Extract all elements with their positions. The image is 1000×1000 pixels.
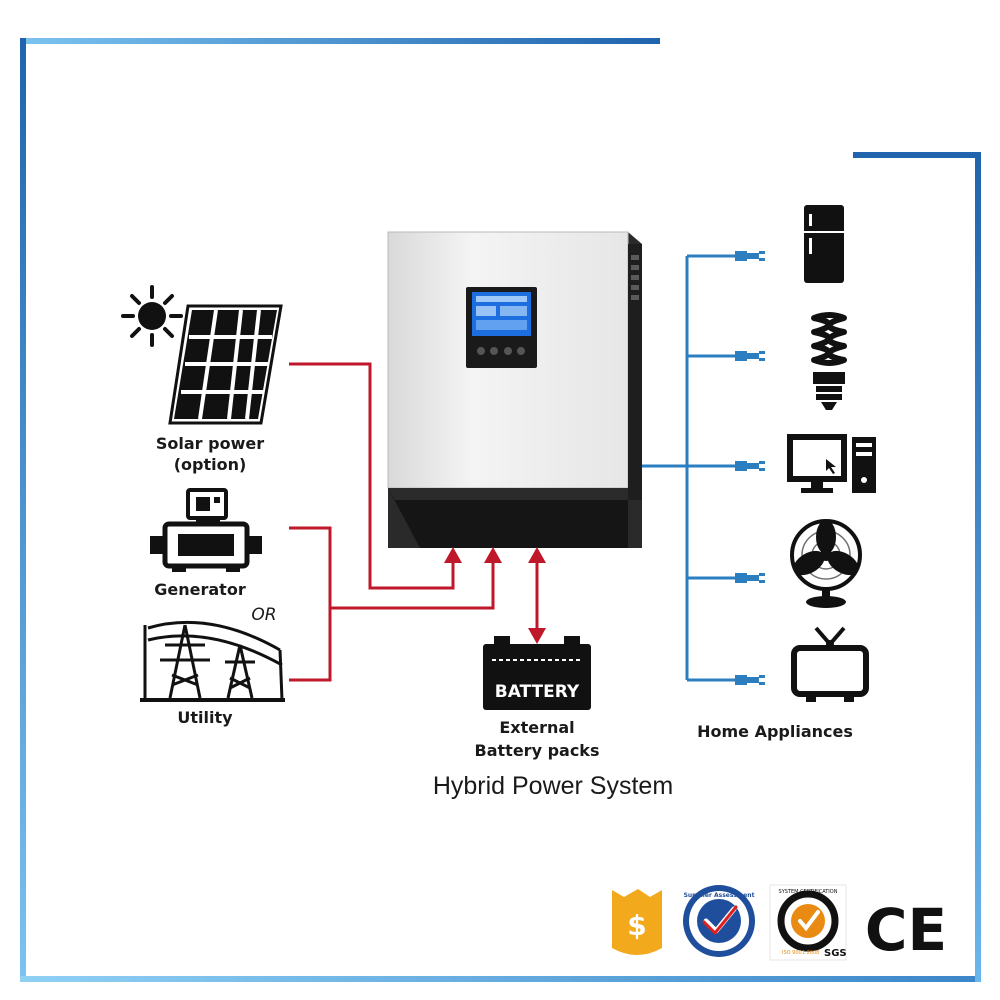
inverter-button[interactable] <box>517 347 525 355</box>
supplier-assessment-text: Supplier Assessment <box>684 892 755 899</box>
frame-left <box>20 38 26 980</box>
generator-icon <box>150 488 262 572</box>
vent-slots <box>631 255 639 300</box>
or-label: OR <box>251 605 277 625</box>
ce-mark-text: CE <box>865 896 947 964</box>
inverter-unit <box>387 231 642 548</box>
gold-dollar-shield-icon: $ <box>612 889 662 955</box>
tv-icon <box>791 626 869 702</box>
sgs-mark: SGS <box>824 948 847 959</box>
solar-line <box>289 362 455 590</box>
ce-mark-icon: CE <box>865 896 947 964</box>
battery-caption-line1: External <box>499 718 575 737</box>
home-appliances-label: Home Appliances <box>697 722 853 741</box>
sun-icon <box>121 285 183 347</box>
inverter-button[interactable] <box>504 347 512 355</box>
utility-tower-icon <box>140 620 285 702</box>
utility-label: Utility <box>177 708 233 727</box>
solar-option-label: (option) <box>173 455 247 474</box>
generator-label: Generator <box>154 580 246 599</box>
svg-text:$: $ <box>627 909 646 942</box>
inverter-button[interactable] <box>490 347 498 355</box>
sgs-iso-text: ISO 9001:2008 <box>782 950 819 956</box>
battery-icon: BATTERY <box>483 636 591 710</box>
frame-right <box>975 152 981 982</box>
inverter-button[interactable] <box>477 347 485 355</box>
ac-arrowheads <box>444 547 546 644</box>
frame-top-right <box>853 152 981 158</box>
bulb-icon <box>811 312 847 410</box>
diagram-title: Hybrid Power System <box>432 772 674 800</box>
lcd-panel <box>466 287 537 368</box>
computer-icon <box>787 434 876 493</box>
sgs-ring-text: SYSTEM CERTIFICATION <box>779 889 838 895</box>
solar-panel-icon <box>168 304 283 425</box>
ac-input-lines <box>289 362 539 682</box>
battery-caption-line2: Battery packs <box>474 741 600 760</box>
sgs-certification-icon: SYSTEM CERTIFICATION ISO 9001:2008 SGS <box>769 884 847 961</box>
utility-line <box>289 608 332 682</box>
plug-icons <box>735 251 765 685</box>
supplier-assessment-badge-icon: Supplier Assessment <box>683 885 755 957</box>
fridge-icon <box>804 205 844 283</box>
battery-device-label: BATTERY <box>495 682 580 702</box>
fan-icon <box>790 519 862 608</box>
solar-power-label: Solar power <box>155 434 265 453</box>
frame-bottom <box>20 976 978 982</box>
frame-top-left <box>20 38 660 44</box>
